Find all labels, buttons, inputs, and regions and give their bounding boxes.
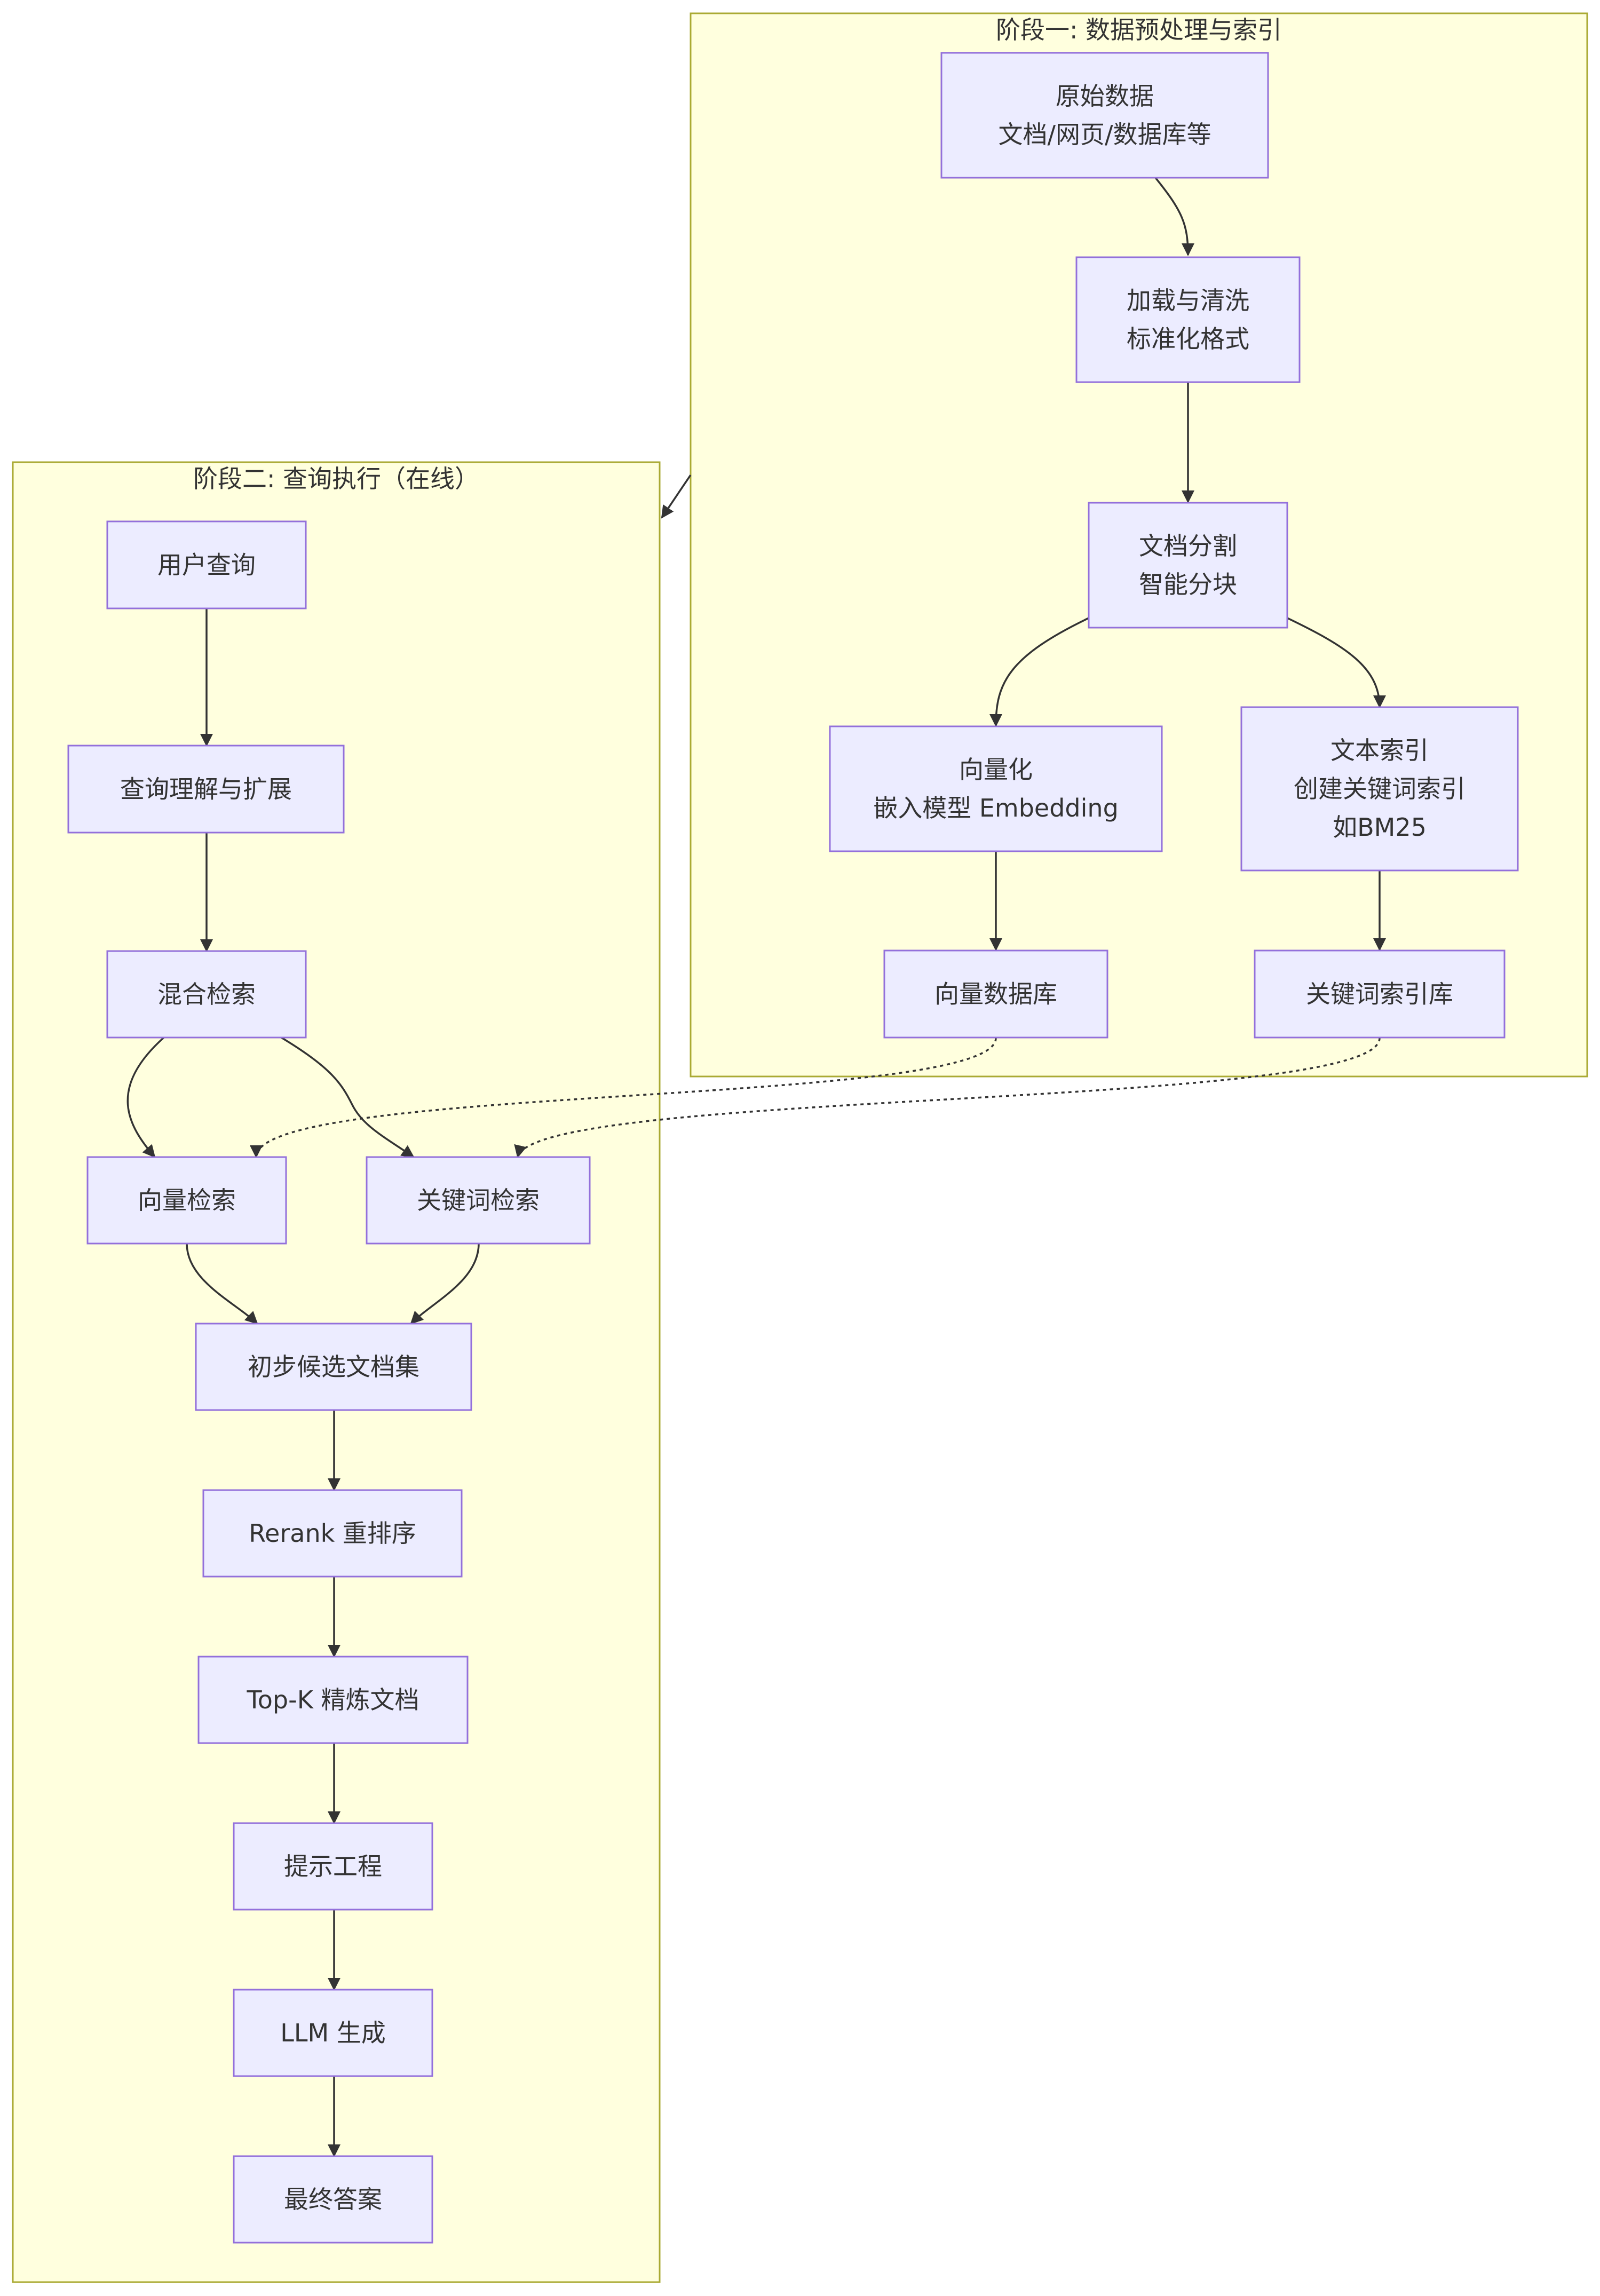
node-keyword-index-db: 关键词索引库	[1254, 949, 1506, 1039]
node-text-index-label-line-3: 如BM25	[1333, 813, 1427, 842]
edge-split-to-textindex	[1287, 617, 1386, 708]
edge-vectordb-to-vectorsearch	[250, 1038, 997, 1158]
node-load-clean-label-line-1: 加载与清洗	[1127, 286, 1249, 315]
node-load-clean-box	[1075, 256, 1301, 383]
node-llm-generate-label-line-1: LLM 生成	[280, 2018, 386, 2047]
node-keyword-search-label-line-1: 关键词检索	[417, 1186, 540, 1215]
nodes: 原始数据文档/网页/数据库等加载与清洗标准化格式文档分割智能分块向量化嵌入模型 …	[67, 52, 1519, 2244]
node-rerank-label-line-1: Rerank 重排序	[249, 1519, 416, 1548]
node-doc-split-box	[1088, 502, 1288, 629]
node-user-query-box	[106, 520, 307, 609]
node-llm-generate: LLM 生成	[233, 1989, 433, 2077]
node-raw-data-label-line-1: 原始数据	[1056, 82, 1154, 110]
node-vector-db-box	[883, 949, 1108, 1039]
node-vectorize-label-line-1: 向量化	[959, 755, 1033, 784]
cluster-stage-2-title: 阶段二: 查询执行（在线）	[193, 464, 479, 493]
node-topk-box	[197, 1656, 469, 1744]
edge-stage1-to-stage2	[661, 474, 692, 519]
node-load-clean-label-line-2: 标准化格式	[1127, 324, 1249, 353]
node-candidates-label-line-1: 初步候选文档集	[248, 1352, 419, 1381]
node-vector-search: 向量检索	[86, 1156, 287, 1245]
node-vector-search-label-line-1: 向量检索	[138, 1186, 236, 1215]
edge-hybrid-to-keywordsearch	[281, 1036, 415, 1158]
node-prompt-engineering: 提示工程	[233, 1822, 433, 1911]
node-text-index-box	[1240, 706, 1519, 872]
node-keyword-search: 关键词检索	[366, 1156, 591, 1245]
node-vectorize-box	[829, 725, 1163, 852]
node-query-understand-label-line-1: 查询理解与扩展	[120, 775, 292, 804]
node-text-index-label-line-1: 文本索引	[1330, 736, 1429, 765]
node-llm-generate-box	[233, 1989, 433, 2077]
node-final-answer-label-line-1: 最终答案	[284, 2185, 382, 2214]
edge-vectorsearch-to-candidates	[186, 1243, 258, 1325]
node-rerank: Rerank 重排序	[202, 1489, 463, 1578]
node-raw-data-box	[940, 52, 1269, 179]
node-keyword-index-db-label-line-1: 关键词索引库	[1306, 980, 1453, 1009]
edge-hybrid-to-vectorsearch	[126, 1036, 165, 1158]
node-hybrid-search-label-line-1: 混合检索	[157, 980, 256, 1009]
node-prompt-engineering-box	[233, 1822, 433, 1911]
edge-raw-to-load	[1154, 177, 1194, 256]
node-query-understand-box	[67, 745, 345, 834]
node-candidates: 初步候选文档集	[195, 1323, 472, 1411]
node-vectorize-label-line-2: 嵌入模型 Embedding	[873, 794, 1119, 822]
edge-keywordsearch-to-candidates	[410, 1243, 480, 1325]
node-rerank-box	[202, 1489, 463, 1578]
node-final-answer-box	[233, 2155, 433, 2244]
node-user-query-label-line-1: 用户查询	[157, 551, 256, 580]
node-keyword-search-box	[366, 1156, 591, 1245]
node-text-index-label-line-2: 创建关键词索引	[1294, 774, 1466, 803]
node-candidates-box	[195, 1323, 472, 1411]
node-raw-data-label-line-2: 文档/网页/数据库等	[999, 120, 1211, 149]
node-prompt-engineering-label-line-1: 提示工程	[284, 1852, 382, 1881]
node-final-answer: 最终答案	[233, 2155, 433, 2244]
edge-split-to-vectorize	[989, 617, 1089, 727]
node-hybrid-search-box	[106, 950, 307, 1039]
node-hybrid-search: 混合检索	[106, 950, 307, 1039]
node-topk-label-line-1: Top-K 精炼文档	[246, 1685, 419, 1714]
node-doc-split-label-line-1: 文档分割	[1139, 532, 1237, 560]
node-vector-db-label-line-1: 向量数据库	[934, 980, 1057, 1009]
node-query-understand: 查询理解与扩展	[67, 745, 345, 834]
edges	[126, 177, 1386, 2157]
node-vector-db: 向量数据库	[883, 949, 1108, 1039]
node-doc-split-label-line-2: 智能分块	[1139, 570, 1237, 599]
node-keyword-index-db-box	[1254, 949, 1506, 1039]
node-user-query: 用户查询	[106, 520, 307, 609]
cluster-stage-1-title: 阶段一: 数据预处理与索引	[996, 15, 1282, 44]
node-vector-search-box	[86, 1156, 287, 1245]
node-topk: Top-K 精炼文档	[197, 1656, 469, 1744]
